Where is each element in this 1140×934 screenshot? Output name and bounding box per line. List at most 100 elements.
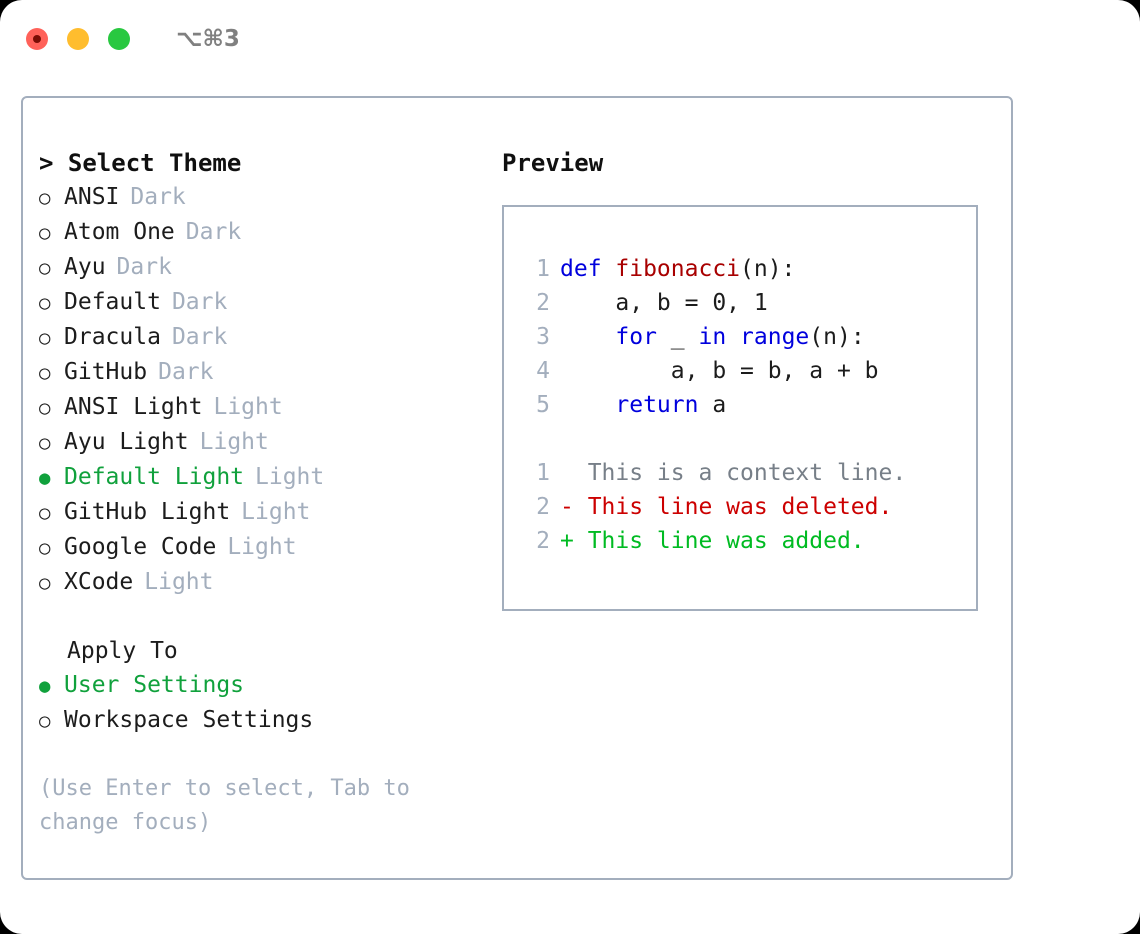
apply-to-option[interactable]: ○ Workspace Settings (39, 703, 479, 738)
code-token (560, 324, 615, 350)
code-token: (n): (740, 256, 796, 282)
preview-title: Preview (502, 149, 604, 177)
code-line: 5 return a (520, 388, 976, 422)
diff-text: + This line was added. (560, 528, 865, 554)
theme-list-item[interactable]: ○ ANSI Light Light (39, 390, 479, 425)
line-number: 5 (536, 392, 550, 418)
radio-unselected-icon: ○ (39, 502, 51, 524)
maximize-button-icon[interactable] (108, 28, 130, 50)
code-line: 2 a, b = 0, 1 (520, 286, 976, 320)
theme-list-item[interactable]: ○ Atom One Dark (39, 215, 479, 250)
code-text: for _ in range(n): (560, 320, 865, 354)
radio-selected-icon: ● (39, 467, 51, 489)
apply-to-label: Apply To (67, 638, 178, 664)
theme-category-label: Light (144, 569, 214, 595)
radio-unselected-icon: ○ (39, 187, 51, 209)
theme-category-label: Light (199, 429, 269, 455)
apply-to-option-label: User Settings (64, 672, 245, 698)
code-token: a, b = b, a + b (560, 358, 879, 384)
theme-category-label: Dark (171, 324, 228, 350)
window-controls (26, 28, 130, 50)
radio-selected-icon: ● (39, 675, 51, 697)
theme-category-label: Dark (158, 359, 214, 385)
code-line: 4 a, b = b, a + b (520, 354, 976, 388)
theme-category-label: Dark (116, 254, 172, 280)
line-number: 2 (536, 290, 550, 316)
close-icon-inner (33, 35, 41, 43)
code-token: a (698, 392, 727, 418)
code-token: in (698, 324, 727, 350)
diff-line: 1 This is a context line. (520, 456, 976, 490)
keyboard-hint-text: (Use Enter to select, Tab to change focu… (39, 776, 410, 835)
theme-list-item[interactable]: ○ Ayu Dark (39, 250, 479, 285)
code-text: a, b = 0, 1 (560, 286, 767, 320)
radio-unselected-icon: ○ (39, 327, 51, 349)
line-number: 2 (536, 528, 550, 554)
theme-category-label: Light (227, 534, 297, 560)
theme-name-label: ANSI (64, 184, 120, 210)
code-token (560, 392, 615, 418)
theme-name-label: Default Light (64, 464, 245, 490)
close-button-icon[interactable] (26, 28, 48, 50)
keyboard-shortcut-label: ⌥⌘3 (176, 26, 240, 52)
code-token: (n): (809, 324, 865, 350)
theme-category-label: Light (255, 464, 325, 490)
theme-category-label: Dark (171, 289, 228, 315)
code-token: return (615, 392, 699, 418)
apply-to-list: ● User Settings ○ Workspace Settings (39, 668, 479, 738)
code-text: def fibonacci(n): (560, 252, 795, 286)
code-token: _ (656, 324, 699, 350)
code-token (726, 324, 740, 350)
theme-list-item[interactable]: ○ GitHub Light Light (39, 495, 479, 530)
code-token: range (740, 324, 810, 350)
line-number: 1 (536, 460, 550, 486)
theme-name-label: Atom One (64, 219, 175, 245)
radio-unselected-icon: ○ (39, 537, 51, 559)
minimize-button-icon[interactable] (67, 28, 89, 50)
theme-name-label: ANSI Light (64, 394, 203, 420)
theme-name-label: Default (64, 289, 161, 315)
diff-text: - This line was deleted. (560, 494, 893, 520)
theme-name-label: XCode (64, 569, 134, 595)
theme-list-item[interactable]: ● Default Light Light (39, 460, 479, 495)
select-theme-header: > Select Theme (39, 149, 242, 177)
theme-list-item[interactable]: ○ Default Dark (39, 285, 479, 320)
theme-category-label: Light (213, 394, 283, 420)
apply-to-option[interactable]: ● User Settings (39, 668, 479, 703)
theme-name-label: Ayu (64, 254, 106, 280)
code-token: fibonacci (615, 256, 741, 282)
radio-unselected-icon: ○ (39, 292, 51, 314)
theme-name-label: GitHub Light (64, 499, 231, 525)
spacer (520, 422, 976, 456)
theme-category-label: Dark (130, 184, 186, 210)
diff-line: 2 + This line was added. (520, 524, 976, 558)
theme-name-label: GitHub (64, 359, 148, 385)
code-token: def (560, 256, 616, 282)
radio-unselected-icon: ○ (39, 257, 51, 279)
radio-unselected-icon: ○ (39, 432, 51, 454)
radio-unselected-icon: ○ (39, 397, 51, 419)
theme-category-label: Dark (185, 219, 242, 245)
radio-unselected-icon: ○ (39, 222, 51, 244)
diff-line: 2- This line was deleted. (520, 490, 976, 524)
line-number: 3 (536, 324, 550, 350)
diff-text: This is a context line. (560, 460, 907, 486)
theme-category-label: Light (241, 499, 311, 525)
apply-to-option-label: Workspace Settings (64, 707, 314, 733)
theme-list-item[interactable]: ○ ANSI Dark (39, 180, 479, 215)
code-text: a, b = b, a + b (560, 354, 879, 388)
radio-unselected-icon: ○ (39, 710, 51, 732)
